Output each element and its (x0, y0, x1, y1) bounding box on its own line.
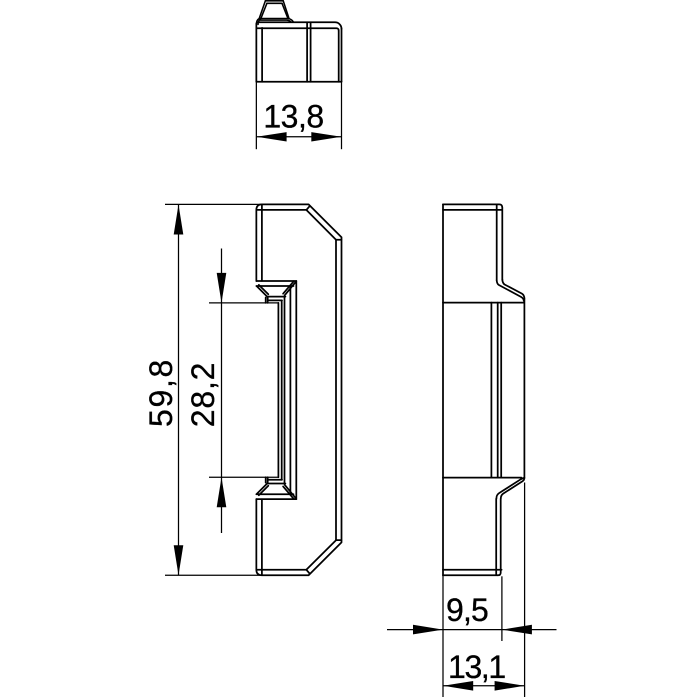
svg-text:28,2: 28,2 (185, 362, 221, 427)
svg-text:9,5: 9,5 (446, 592, 488, 628)
svg-text:13,1: 13,1 (448, 649, 505, 685)
svg-text:13,8: 13,8 (263, 99, 323, 135)
svg-text:59,8: 59,8 (143, 358, 179, 427)
